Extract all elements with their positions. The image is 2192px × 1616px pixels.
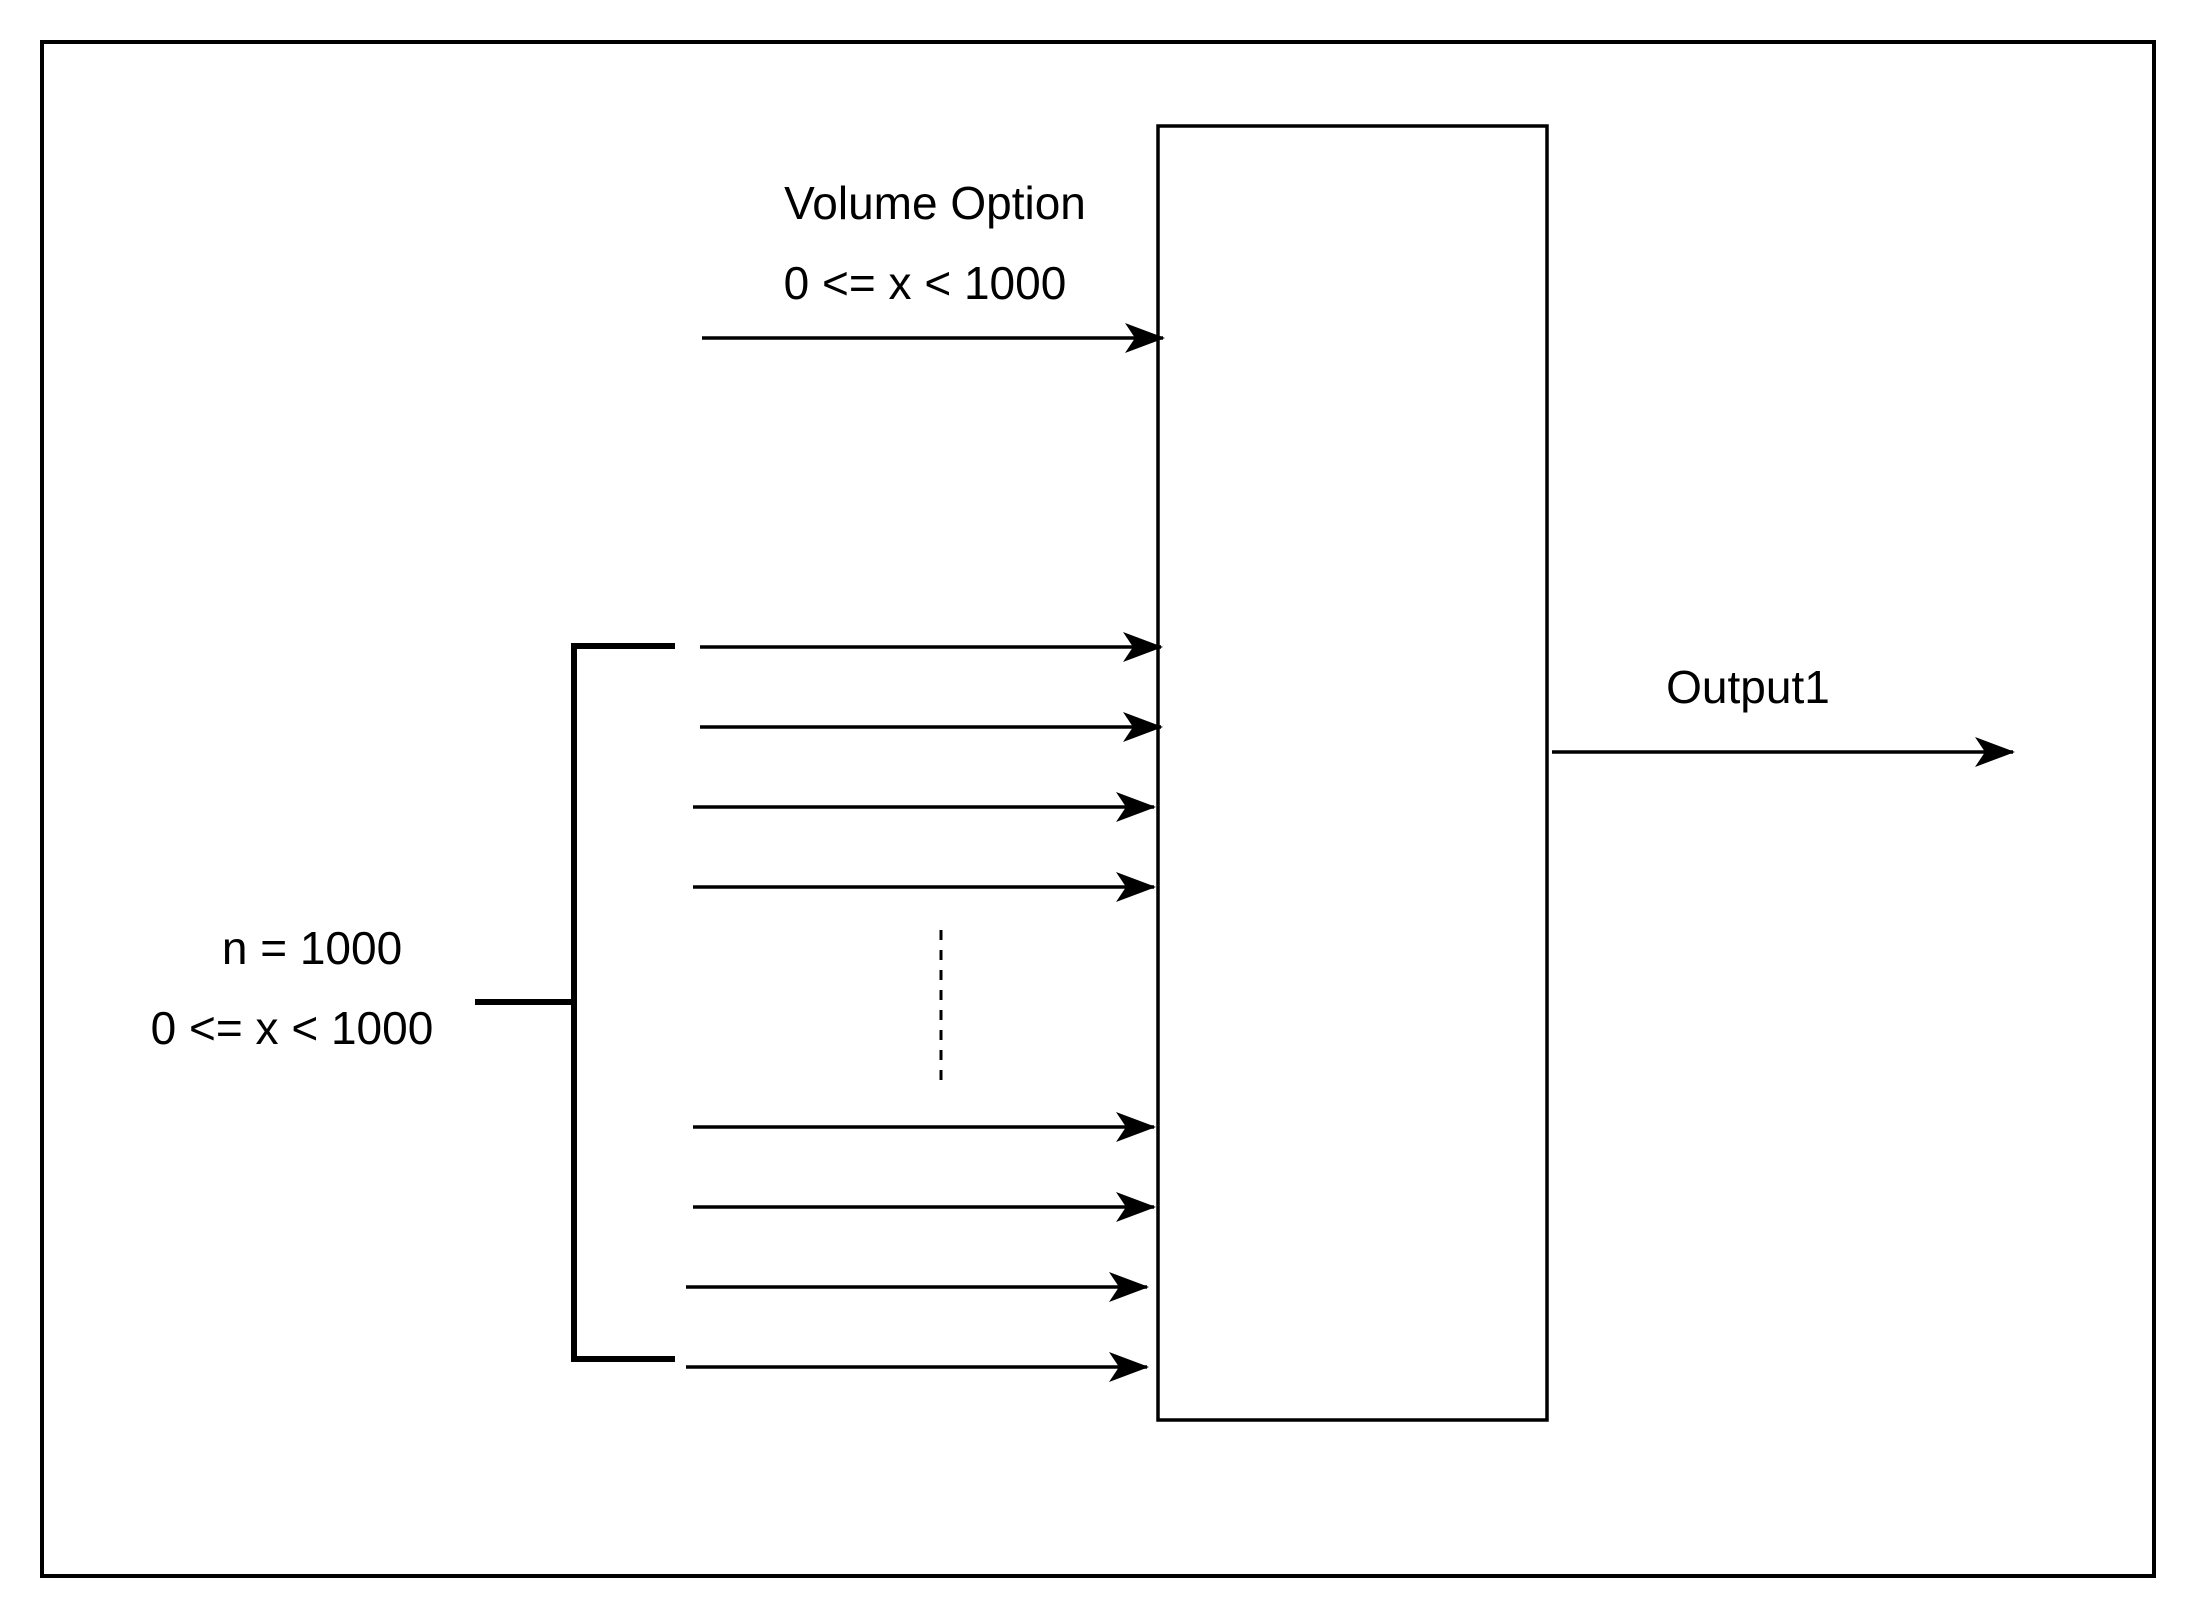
- outer-frame: [40, 40, 2156, 1578]
- output-label: Output1: [1666, 661, 1830, 713]
- bus-range-label: 0 <= x < 1000: [151, 1002, 434, 1054]
- bus-count-label: n = 1000: [222, 922, 402, 974]
- volume-option-range: 0 <= x < 1000: [784, 257, 1067, 309]
- processing-block: [1156, 124, 1549, 1422]
- volume-option-label: Volume Option: [784, 177, 1086, 229]
